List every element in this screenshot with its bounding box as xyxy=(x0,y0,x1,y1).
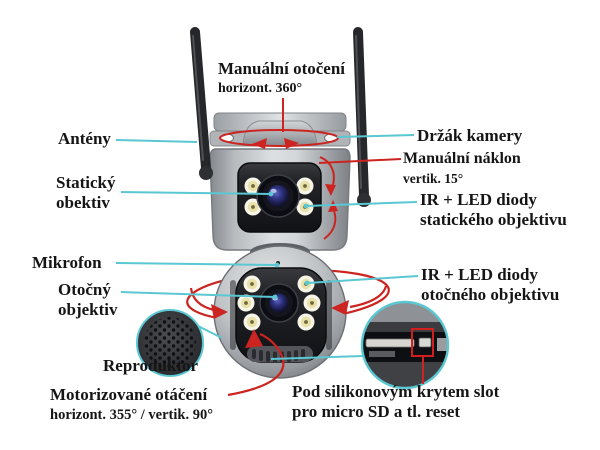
speaker-inset xyxy=(136,309,204,377)
rotating-lens-led xyxy=(243,313,261,331)
label-sd-slot: Pod silikonovým krytem slot pro micro SD… xyxy=(292,382,500,421)
rotating-lens-led xyxy=(303,294,321,312)
label-antennas: Antény xyxy=(58,129,111,148)
callout-dots xyxy=(268,191,310,300)
callout-lines xyxy=(115,134,419,360)
manual-rotation-arrow xyxy=(219,98,339,149)
manual-tilt-pointer xyxy=(318,158,402,164)
left-antenna xyxy=(190,27,213,180)
label-motorized-rotation: Motorizované otáčení horizont. 355° / ve… xyxy=(50,385,214,423)
label-manual-rotation-title: Manuální otočení xyxy=(218,59,346,78)
label-static-lens: Statický obektiv xyxy=(56,173,116,212)
reset-button xyxy=(418,337,432,348)
mounting-bracket xyxy=(209,112,351,147)
label-ir-led-rotating: IR + LED diody otočného objektivu xyxy=(421,265,560,304)
rotating-lens xyxy=(259,283,299,323)
label-speaker: Reproduktor xyxy=(103,356,199,375)
label-ir-led-static: IR + LED diody statického objektivu xyxy=(420,190,567,229)
rotating-lens-led xyxy=(297,313,315,331)
rotating-lens-led xyxy=(237,294,255,312)
label-rotating-lens: Otočný objektiv xyxy=(58,280,118,319)
static-lens-led xyxy=(244,198,262,216)
label-manual-rotation-detail: horizont. 360° xyxy=(218,81,303,96)
label-manual-tilt: Manuální náklon vertik. 15° xyxy=(403,150,521,186)
label-camera-holder: Držák kamery xyxy=(417,126,523,145)
static-lens-led xyxy=(296,177,314,195)
pan-rotation-arrowheads xyxy=(189,285,388,319)
reset-highlight-box xyxy=(411,328,434,357)
micro-sd-slot xyxy=(365,338,415,348)
motorized-rotation-arrow xyxy=(227,329,285,397)
right-antenna xyxy=(353,27,371,207)
label-microphone: Mikrofon xyxy=(32,253,102,272)
rotating-lens-led xyxy=(243,275,261,293)
static-lens xyxy=(256,174,300,218)
sd-slot-inset xyxy=(360,300,450,390)
camera-head xyxy=(209,148,351,251)
label-manual-rotation: Manuální otočení horizont. 360° xyxy=(218,59,345,97)
